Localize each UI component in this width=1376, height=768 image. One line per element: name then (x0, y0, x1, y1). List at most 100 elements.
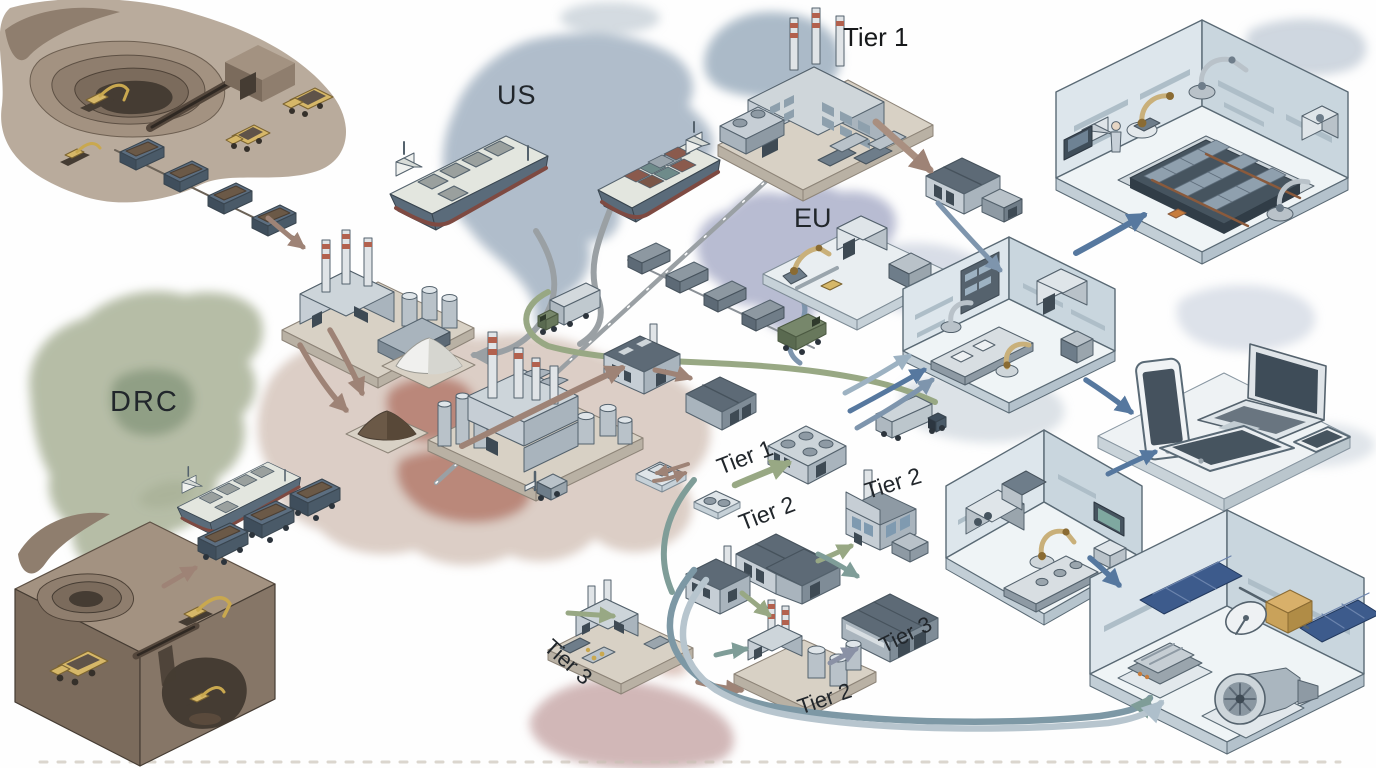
flow-bottom-sweep-teal (666, 566, 1154, 725)
arrow-mine-to-train (265, 215, 306, 250)
ore-train-mine (114, 138, 301, 241)
label-drc: DRC (110, 386, 179, 418)
arrow-into-tier3-left (565, 606, 617, 624)
map-arctic (560, 2, 660, 34)
arrow-smelter-to-pile-1 (297, 342, 349, 413)
mach-conveyor (1003, 555, 1099, 613)
rooftop-hvac-units (780, 431, 834, 457)
arrow-into-bottom-factory (739, 590, 772, 618)
flow-arrows (161, 118, 1165, 732)
umine-truck (49, 650, 109, 686)
arrow-into-elec-room-1 (842, 353, 912, 396)
arrow-tier2chem-to-tier3wh (827, 646, 860, 666)
forklift (524, 470, 568, 501)
ore-train-drc (197, 478, 341, 565)
umine-cave-excavator (186, 686, 226, 725)
yellow-workpiece (820, 279, 843, 291)
machining-room (945, 429, 1143, 626)
cnc-machines (965, 470, 1047, 535)
tier2-chimney-factory (845, 469, 929, 563)
smelter-refinery-central (427, 331, 644, 502)
avionics-module (1117, 642, 1213, 699)
flow-teal-descend (660, 477, 697, 595)
smelter-north-tanks (401, 286, 458, 329)
elec-robot-tan (995, 341, 1032, 378)
arrow-warehouse-to-elec (935, 200, 1003, 273)
arrow-smelter-to-pile-2 (327, 327, 365, 397)
haul-truck-2 (225, 124, 271, 152)
arrow-tier1-label (731, 459, 793, 489)
conveyor-belt (150, 77, 238, 129)
tier1-factory-top (717, 7, 934, 202)
label-tier1-top: Tier 1 (843, 22, 909, 52)
test-station (1060, 330, 1094, 364)
arrow-into-battery-room (1073, 212, 1148, 256)
flow-bottom-sweep-light (679, 576, 1165, 732)
tier1-flat-factory (767, 425, 847, 485)
umine-pit-hole (69, 591, 103, 607)
smelter-central-stacks (487, 331, 559, 405)
map-madagascar (138, 481, 192, 508)
white-material-pile (381, 337, 476, 389)
tier1-stacks (789, 7, 845, 71)
consumer-devices-platform (1097, 343, 1351, 512)
small-phone (1293, 426, 1351, 453)
pit-bottom (95, 80, 173, 115)
arrow-into-tier3-warehouse (815, 551, 860, 579)
tier3-factory-left (547, 579, 694, 695)
umine-shaft (158, 645, 176, 686)
conveyor-head-shed (225, 45, 295, 102)
smt-conveyor (930, 326, 1034, 386)
smartphone-standing (1135, 357, 1191, 461)
arrow-machining-to-devices (1105, 449, 1159, 477)
arrow-machining-to-satellite (1087, 555, 1122, 588)
map-pacific-1 (1176, 284, 1316, 352)
jet-engine (1201, 667, 1319, 739)
freight-train (627, 242, 827, 355)
tier3-left-equipment (559, 635, 671, 664)
tier1-annex-vents (719, 106, 785, 155)
haul-truck-1 (282, 87, 334, 117)
tier2b-windows (852, 514, 910, 538)
arrow-to-gray-warehouse (652, 365, 694, 382)
robot-arm-eu (782, 244, 832, 285)
umine-mountain (18, 512, 110, 574)
smelter-north-stacks (321, 229, 373, 293)
ev-battery-pack (1117, 135, 1315, 234)
warehouse-annex (981, 188, 1023, 223)
arrow-pallet-right (652, 469, 688, 483)
fan-unit-platform (693, 490, 741, 520)
label-eu: EU (794, 203, 832, 233)
mine-ridge (5, 7, 120, 61)
wall-monitor (1063, 125, 1093, 161)
arrow-tier1-to-warehouse (872, 118, 934, 174)
arrow-into-elec-room-2 (847, 367, 927, 414)
satellite (1139, 555, 1376, 643)
map-drc-region (110, 368, 194, 436)
robot-arm-gray-2 (1266, 178, 1311, 222)
arrow-umine-to-train (161, 565, 198, 589)
locomotive (777, 313, 827, 355)
excavator-1 (80, 83, 130, 112)
excavator-2 (60, 142, 102, 166)
arrow-pallet-left (654, 462, 690, 478)
umine-conveyor-belt (136, 625, 196, 657)
arrow-pile-to-factory (459, 365, 626, 449)
mach-wall-monitor (1093, 501, 1125, 537)
robot-arm-tan (1126, 92, 1174, 139)
solar-panel-right (1299, 599, 1376, 643)
flow-sage-main-route (523, 289, 938, 405)
tier2-gabled-plant (735, 533, 841, 605)
tablet (1159, 425, 1295, 472)
brown-ore-pile (345, 410, 429, 454)
cnc-gantry (836, 215, 888, 260)
arrow-into-elec-room-3 (854, 377, 935, 431)
elec-gantry (1036, 268, 1088, 315)
gray-warehouse-central (685, 376, 757, 431)
green-truck (537, 282, 601, 335)
robot-arm-gray-1 (1188, 56, 1249, 100)
tier3-warehouse-right (841, 593, 939, 663)
electronics-assembly-room (902, 236, 1116, 414)
arrow-elec-to-devices (1083, 377, 1134, 415)
